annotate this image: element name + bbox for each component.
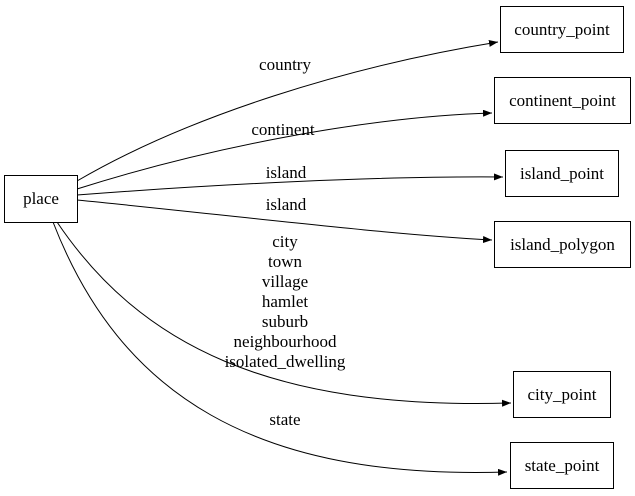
edge-place-continent-point bbox=[76, 109, 493, 190]
node-state-point: state_point bbox=[510, 442, 614, 489]
edge-place-country-point bbox=[76, 39, 499, 182]
edge-place-island-polygon bbox=[76, 199, 493, 244]
edge-label-island-point: island bbox=[265, 163, 307, 182]
node-island-polygon: island_polygon bbox=[494, 221, 631, 268]
node-city-point: city_point bbox=[513, 371, 611, 418]
edge-label-island-polygon: island bbox=[265, 195, 307, 214]
edge-place-city-point bbox=[56, 221, 512, 407]
node-place: place bbox=[4, 175, 78, 223]
node-island-point: island_point bbox=[505, 150, 619, 197]
node-country-point: country_point bbox=[500, 6, 624, 53]
edge-label-city-group: city town village hamlet suburb neighbou… bbox=[224, 232, 346, 371]
node-continent-point: continent_point bbox=[494, 77, 631, 124]
edge-label-country: country bbox=[259, 55, 311, 74]
edge-place-state-point bbox=[52, 221, 508, 476]
edge-label-continent: continent bbox=[251, 120, 315, 139]
edge-place-island-point bbox=[76, 173, 504, 196]
edge-label-state: state bbox=[269, 410, 301, 429]
